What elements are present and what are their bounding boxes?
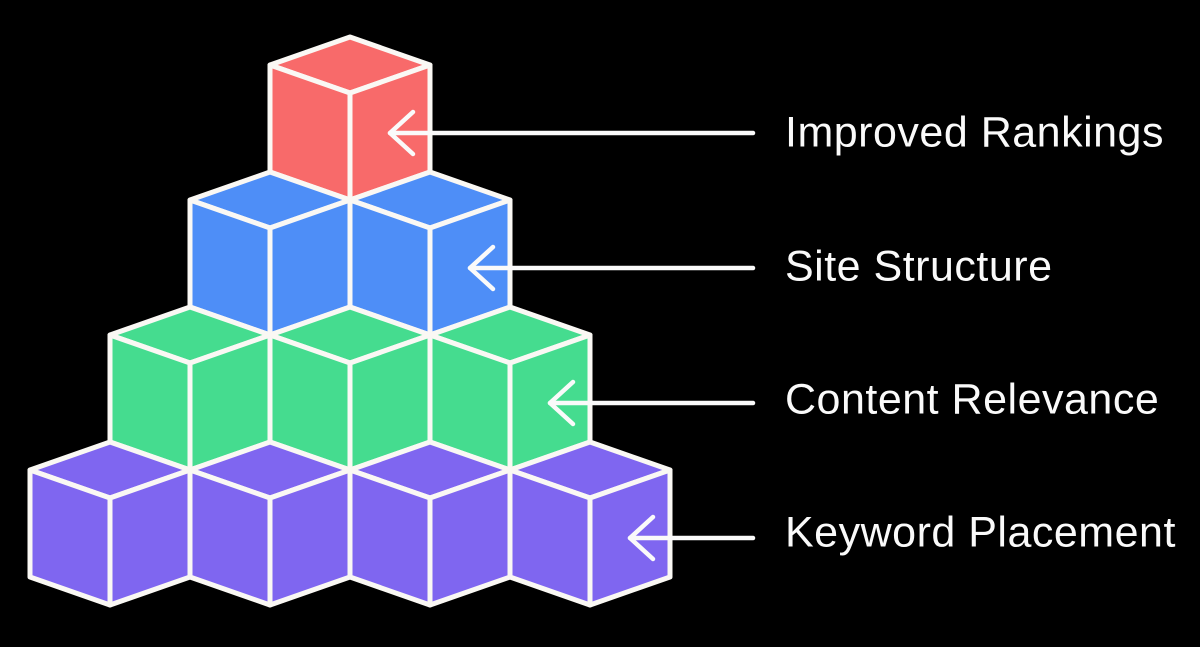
- arrowhead-left-icon: [627, 514, 656, 562]
- cube-keyword-placement-1: [27, 439, 193, 608]
- arrow-improved-rankings: [387, 109, 756, 157]
- cube-content-relevance-1: [107, 304, 273, 473]
- label-improved-rankings: Improved Rankings: [785, 108, 1164, 157]
- arrowhead-left-icon: [467, 244, 496, 292]
- cube-content-relevance-2: [267, 304, 433, 473]
- label-content-relevance: Content Relevance: [785, 375, 1160, 424]
- arrowhead-left-icon: [547, 379, 576, 427]
- arrow-content-relevance: [547, 379, 756, 427]
- label-keyword-placement: Keyword Placement: [785, 508, 1176, 557]
- label-site-structure: Site Structure: [785, 242, 1053, 291]
- cube-site-structure-1: [187, 169, 353, 338]
- cube-keyword-placement-4: [507, 439, 673, 608]
- cube-keyword-placement-2: [187, 439, 353, 608]
- arrowhead-left-icon: [387, 109, 416, 157]
- arrow-keyword-placement: [627, 514, 756, 562]
- cube-keyword-placement-3: [347, 439, 513, 608]
- arrow-site-structure: [467, 244, 756, 292]
